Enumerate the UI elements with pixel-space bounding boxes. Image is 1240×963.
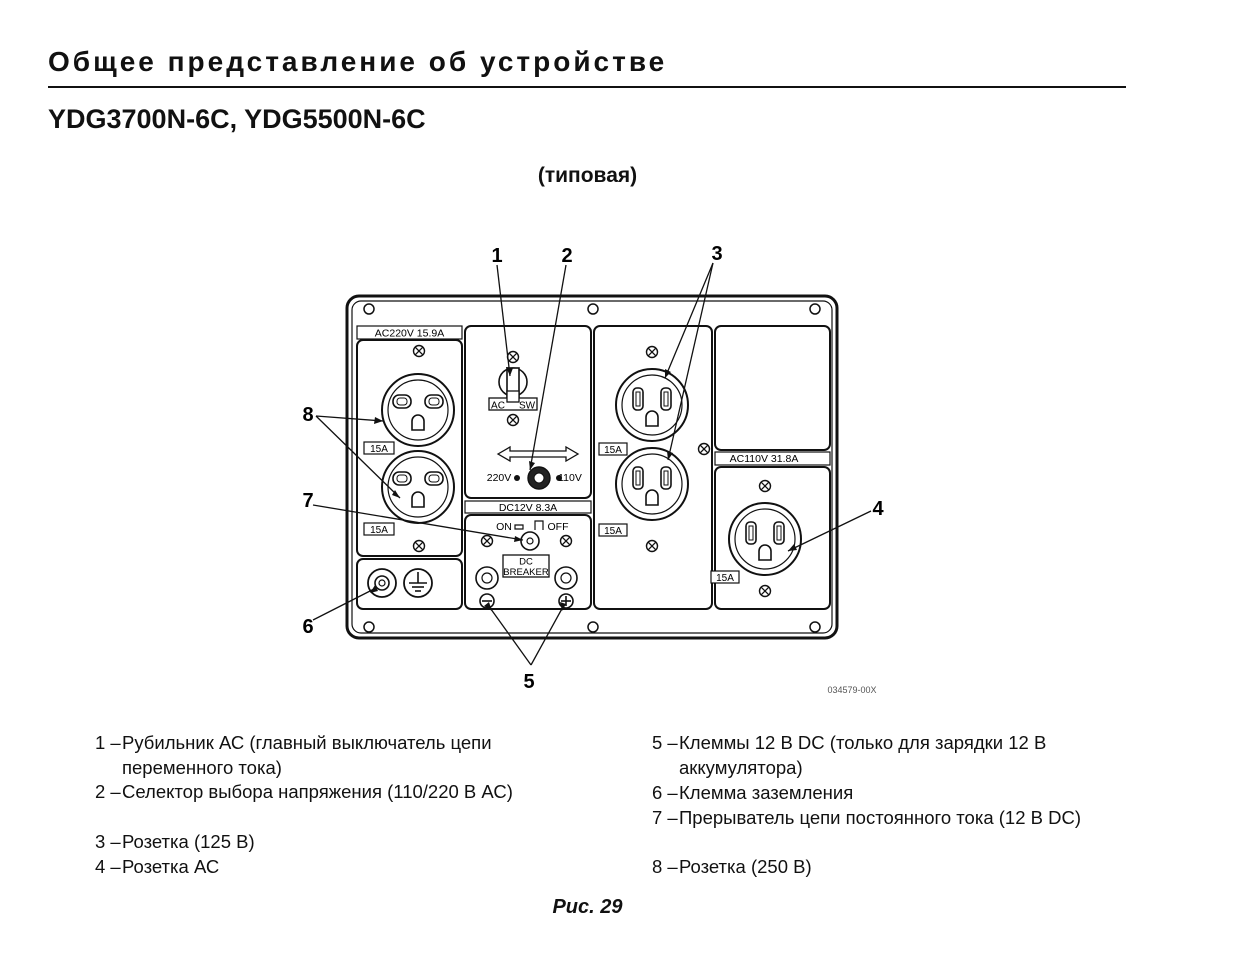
legend-text: Рубильник АС (главный выключатель цепи п… [122,732,492,778]
label-15a-left-top: 15A [370,444,388,455]
legend-text: Клемма заземления [679,782,854,803]
label-15a-mid-top: 15A [604,445,622,456]
label-breaker: BREAKER [503,567,549,578]
legend-number: 2 – [95,781,121,802]
legend-text: Клеммы 12 В DC (только для зарядки 12 В … [679,732,1047,778]
callout-8: 8 [302,404,313,426]
model-title: YDG3700N-6C, YDG5500N-6C [48,104,426,134]
control-panel-diagram: AC220V 15.9A DC12V 8.3A AC110V 31.8A 15A… [302,243,884,695]
callout-6: 6 [302,616,313,638]
legend-number: 6 – [652,782,678,803]
reference-code: 034579-00X [827,685,876,695]
legend-number: 8 – [652,856,678,877]
ground-terminal [367,568,397,598]
section-title: Общее представление об устройстве [48,46,668,77]
legend-number: 4 – [95,856,121,877]
legend-text: Розетка (125 В) [122,831,255,852]
label-ac220: AC220V 15.9A [375,328,444,340]
legend-text: Прерыватель цепи постоянного тока (12 В … [679,807,1081,828]
callout-4: 4 [872,498,884,520]
label-on: ON [496,521,512,533]
legend-number: 1 – [95,732,121,753]
title-rule [48,86,1126,88]
callout-1: 1 [491,245,502,267]
label-ac110: AC110V 31.8A [730,453,799,465]
legend-text: Селектор выбора напряжения (110/220 В АС… [122,781,513,802]
label-dc: DC [519,557,533,568]
legend-number: 5 – [652,732,678,753]
legend-text: Розетка АС [122,856,220,877]
label-ac-sw-right: SW [519,401,536,412]
legend-number: 3 – [95,831,121,852]
figure-caption: Рис. 29 [552,896,623,918]
callout-5: 5 [523,671,534,693]
label-ac-sw-left: AC [491,401,505,412]
label-dc12: DC12V 8.3A [499,502,557,514]
diagram-subtitle: (типовая) [537,164,638,187]
legend-text: Розетка (250 В) [679,856,812,877]
label-220v: 220V [487,472,512,484]
label-15a-left-bottom: 15A [370,525,388,536]
callout-2: 2 [561,245,572,267]
dc-breaker [520,531,540,551]
label-15a-mid-bottom: 15A [604,526,622,537]
label-15a-right: 15A [716,573,734,584]
callout-3: 3 [711,243,722,265]
label-110v: 110V [558,472,582,484]
callout-7: 7 [302,490,313,512]
label-off: OFF [548,521,569,533]
legend-number: 7 – [652,807,678,828]
